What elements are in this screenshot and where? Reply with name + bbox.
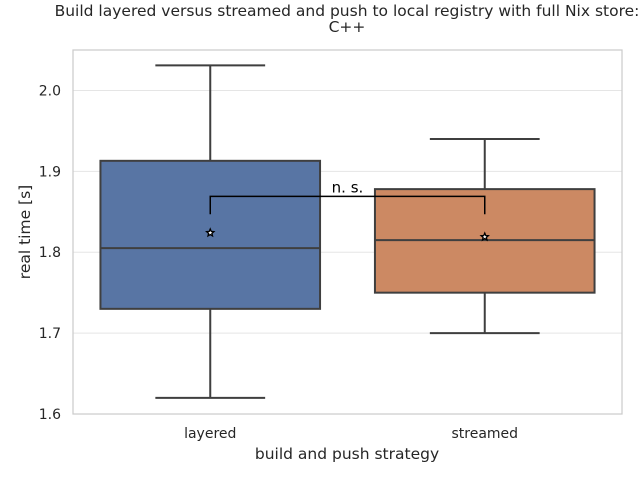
plot-frame bbox=[72, 49, 623, 415]
y-tick-label: 1.7 bbox=[39, 326, 61, 342]
x-axis-label: build and push strategy bbox=[255, 445, 439, 463]
y-axis-ticks: 1.6 1.7 1.8 1.9 2.0 bbox=[39, 83, 61, 423]
mean-marker bbox=[479, 231, 490, 242]
x-tick-label: layered bbox=[184, 426, 236, 442]
chart-title: Build layered versus streamed and push t… bbox=[55, 2, 640, 20]
mean-marker bbox=[205, 227, 216, 238]
box-layered bbox=[99, 64, 322, 399]
y-axis-label: real time [s] bbox=[16, 185, 34, 279]
y-tick-label: 2.0 bbox=[39, 83, 61, 99]
box-streamed bbox=[373, 137, 596, 335]
chart-subtitle: C++ bbox=[329, 18, 366, 36]
y-tick-label: 1.9 bbox=[39, 164, 61, 180]
significance-bracket bbox=[209, 195, 486, 215]
x-axis-ticks: layered streamed bbox=[184, 426, 518, 442]
y-tick-label: 1.8 bbox=[39, 245, 61, 261]
significance-annotation: n. s. bbox=[209, 178, 486, 215]
y-tick-label: 1.6 bbox=[39, 407, 61, 423]
significance-label: n. s. bbox=[332, 178, 364, 196]
boxes bbox=[99, 64, 596, 399]
x-tick-label: streamed bbox=[451, 426, 518, 442]
